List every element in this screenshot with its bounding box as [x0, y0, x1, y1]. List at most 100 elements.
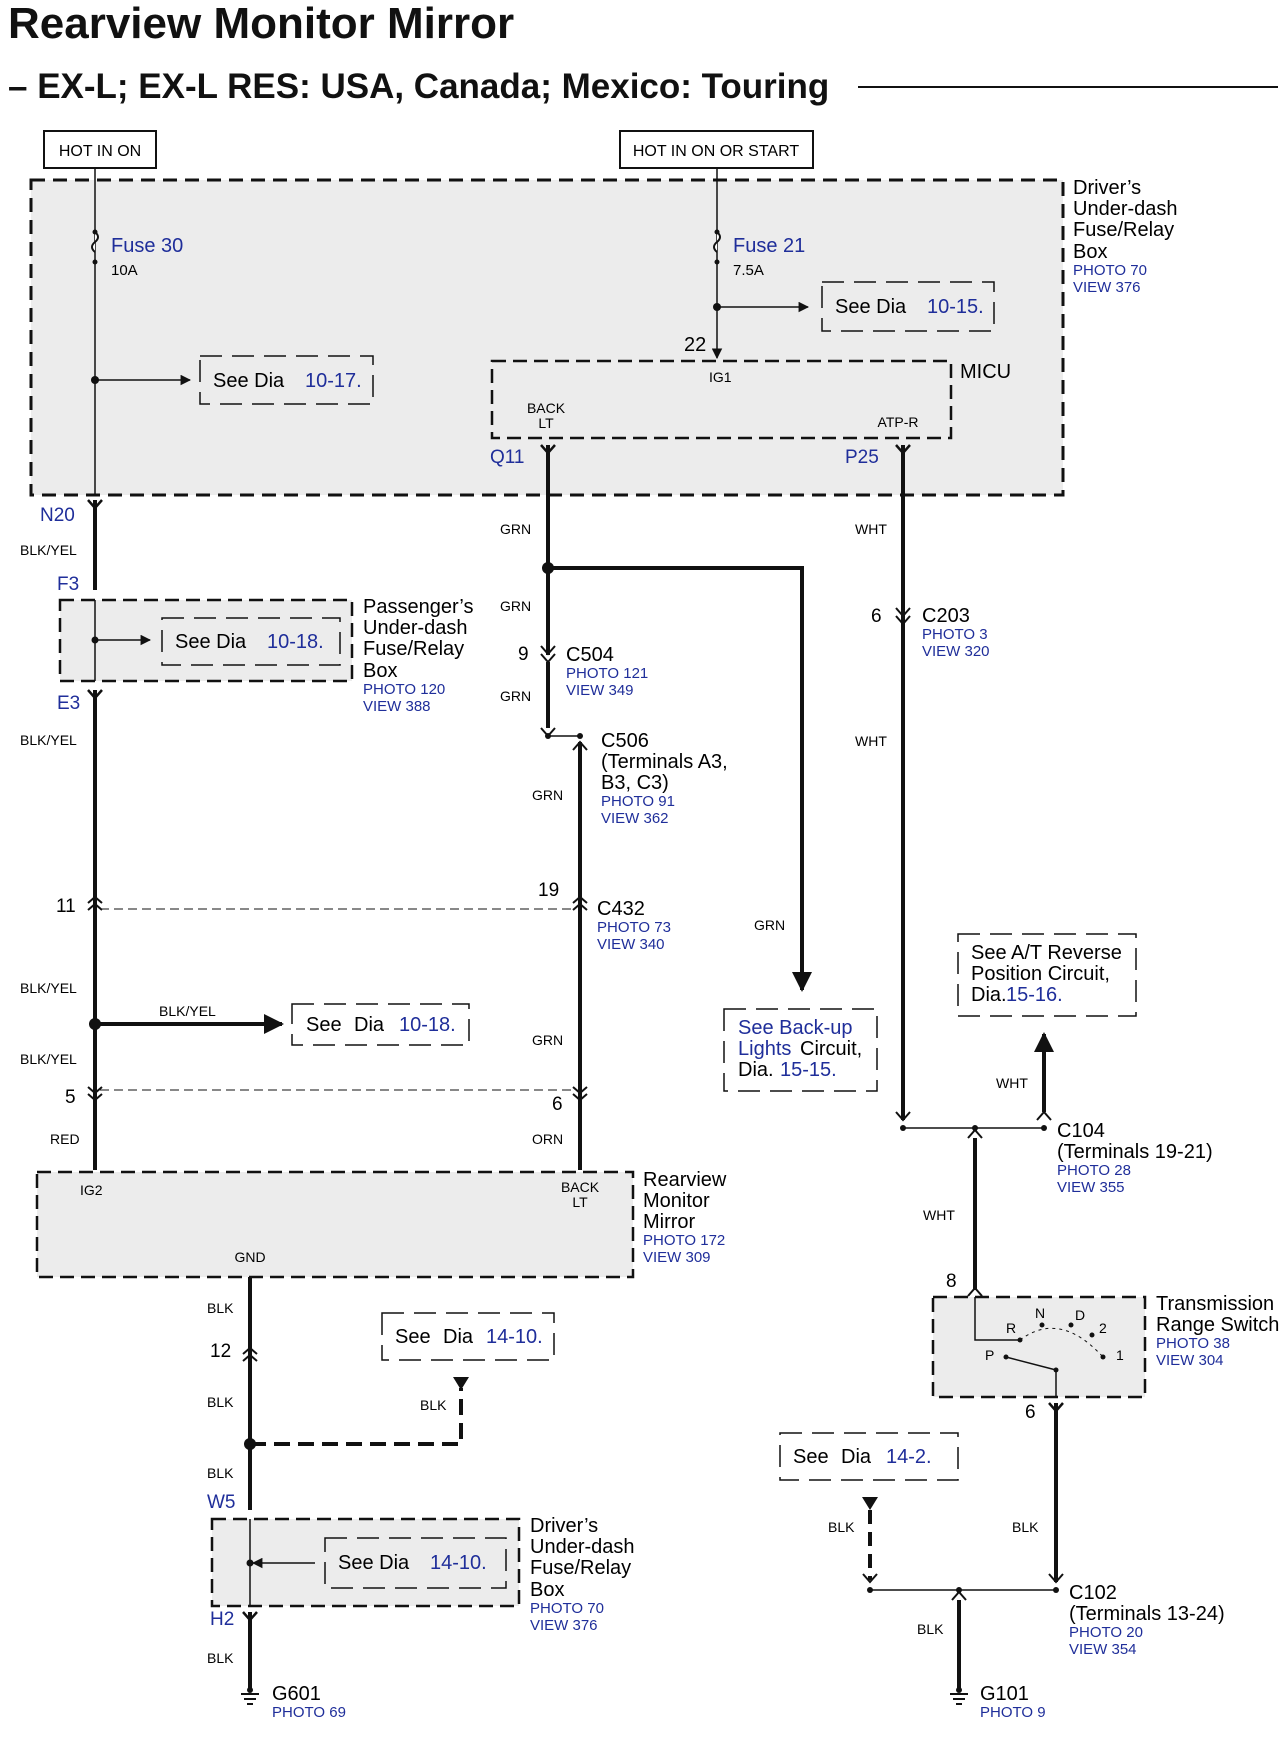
wire-label-grn-1: GRN — [500, 521, 531, 537]
see-dia-1017-box[interactable] — [199, 355, 374, 405]
see-dia-1410b-box[interactable] — [324, 1537, 507, 1589]
backup-line1[interactable]: See Back-up — [738, 1017, 853, 1039]
micu-back-lt-1: BACK — [527, 400, 566, 416]
see-dia-142-box[interactable] — [779, 1432, 959, 1481]
micu-box — [490, 359, 953, 440]
svg-text:Box: Box — [1073, 241, 1107, 263]
fuse30-symbol — [91, 231, 99, 253]
wire-label-wht-2: WHT — [855, 733, 887, 749]
c506-label: C506 (Terminals A3, B3, C3) PHOTO 91 VIE… — [601, 730, 728, 827]
svg-text:(Terminals A3,: (Terminals A3, — [601, 751, 728, 773]
svg-text:PHOTO 70: PHOTO 70 — [1073, 262, 1147, 279]
svg-text:VIEW 362: VIEW 362 — [601, 810, 669, 827]
svg-text:C102: C102 — [1069, 1582, 1117, 1604]
see-dia-1017-text: See Dia — [213, 370, 285, 392]
wire-label-grn-4: GRN — [532, 787, 563, 803]
c102-label: C102 (Terminals 13-24) PHOTO 20 VIEW 354 — [1069, 1582, 1225, 1658]
svg-text:R: R — [1006, 1320, 1016, 1336]
svg-text:Passenger’s: Passenger’s — [363, 596, 473, 618]
see-dia-1410a-text: See — [395, 1326, 431, 1348]
svg-text:N: N — [1035, 1305, 1045, 1321]
transmission-range-switch-label: Transmission Range Switch PHOTO 38 VIEW … — [1156, 1293, 1279, 1369]
fuse30-name: Fuse 30 — [111, 235, 183, 257]
c432-pin-11: 11 — [56, 896, 76, 917]
see-dia-1018a-box[interactable] — [161, 617, 341, 666]
see-dia-1018b-text2: Dia — [354, 1014, 385, 1036]
svg-text:Transmission: Transmission — [1156, 1293, 1274, 1315]
see-dia-1017-ref[interactable]: 10-17. — [305, 370, 362, 392]
backup-line3-a: Dia. — [738, 1059, 774, 1081]
wire-label-blk-3: BLK — [207, 1465, 234, 1481]
trs-positions: R N D 2 1 P — [985, 1305, 1124, 1397]
see-dia-1018a-ref[interactable]: 10-18. — [267, 631, 324, 653]
svg-text:(Terminals 13-24): (Terminals 13-24) — [1069, 1603, 1225, 1625]
wire-label-blk-yel-2: BLK/YEL — [20, 732, 77, 748]
wire-label-blk-2: BLK — [207, 1394, 234, 1410]
svg-text:PHOTO 28: PHOTO 28 — [1057, 1162, 1131, 1179]
c203-name: C203 — [922, 605, 970, 627]
svg-text:1: 1 — [1116, 1347, 1124, 1363]
wire-label-wht-4: WHT — [923, 1207, 955, 1223]
svg-text:VIEW 388: VIEW 388 — [363, 698, 431, 715]
wire-label-orn: ORN — [532, 1131, 563, 1147]
svg-text:PHOTO 70: PHOTO 70 — [530, 1600, 604, 1617]
see-dia-1018b-text: See — [306, 1014, 342, 1036]
backup-line3-b[interactable]: 15-15. — [780, 1059, 837, 1081]
see-dia-142-ref[interactable]: 14-2. — [886, 1446, 932, 1468]
see-dia-1018b-box[interactable] — [291, 1003, 470, 1046]
svg-text:Rearview: Rearview — [643, 1169, 727, 1191]
c432-mark — [572, 895, 588, 911]
wire-label-wht-1: WHT — [855, 521, 887, 537]
conn-f3: F3 — [57, 574, 79, 595]
g601-photo: PHOTO 69 — [272, 1704, 346, 1721]
c203-view: VIEW 320 — [922, 643, 990, 660]
trs-pin-6: 6 — [1025, 1402, 1036, 1423]
svg-text:Fuse/Relay: Fuse/Relay — [363, 638, 464, 660]
svg-text:PHOTO 20: PHOTO 20 — [1069, 1624, 1143, 1641]
driver-fuse-box-bottom-label: Driver’s Under-dash Fuse/Relay Box PHOTO… — [530, 1515, 635, 1634]
mirror-ig2: IG2 — [80, 1182, 103, 1198]
svg-text:Mirror: Mirror — [643, 1211, 696, 1233]
svg-text:Fuse/Relay: Fuse/Relay — [1073, 219, 1174, 241]
svg-text:Driver’s: Driver’s — [530, 1515, 598, 1537]
see-backup-lights-box[interactable] — [723, 1008, 878, 1092]
wire-label-blk-yel-1: BLK/YEL — [20, 542, 77, 558]
fuse21-symbol — [713, 231, 721, 253]
wire-label-blk-yel-branch: BLK/YEL — [159, 1003, 216, 1019]
svg-text:Under-dash: Under-dash — [363, 617, 468, 639]
see-dia-1410a-text2: Dia — [443, 1326, 474, 1348]
at-line1: See A/T Reverse — [971, 942, 1122, 964]
conn-h2: H2 — [210, 1609, 234, 1630]
micu-ig1: IG1 — [709, 369, 732, 385]
c504-view: VIEW 349 — [566, 682, 634, 699]
see-dia-1410a-box[interactable] — [381, 1312, 555, 1361]
mirror-gnd: GND — [234, 1249, 265, 1265]
at-line3-a: Dia. — [971, 984, 1007, 1006]
transmission-range-switch-box — [931, 1295, 1147, 1399]
fuse30-rating: 10A — [111, 262, 138, 279]
c504-name: C504 — [566, 644, 614, 666]
see-dia-1015-box[interactable] — [821, 281, 995, 332]
see-dia-1410a-ref[interactable]: 14-10. — [486, 1326, 543, 1348]
fuse21-rating: 7.5A — [733, 262, 764, 279]
hot-in-on-label: HOT IN ON — [59, 143, 141, 160]
micu-name: MICU — [960, 361, 1011, 383]
g101-name: G101 — [980, 1683, 1029, 1705]
svg-text:VIEW 309: VIEW 309 — [643, 1249, 711, 1266]
see-dia-1018b-ref[interactable]: 10-18. — [399, 1014, 456, 1036]
g101-photo: PHOTO 9 — [980, 1704, 1046, 1721]
at-line3-b[interactable]: 15-16. — [1006, 984, 1063, 1006]
backup-line2-a[interactable]: Lights — [738, 1038, 791, 1060]
at-line2: Position Circuit, — [971, 963, 1110, 985]
hot-in-on-or-start-label: HOT IN ON OR START — [633, 143, 799, 160]
rearview-mirror-box — [35, 1170, 635, 1279]
conn-e3: E3 — [57, 693, 80, 714]
wire-label-grn-backup: GRN — [754, 917, 785, 933]
joint-pin-6: 6 — [552, 1094, 563, 1115]
wire-blk-dashed-branch — [250, 1388, 463, 1446]
see-dia-1410b-text: See Dia — [338, 1552, 410, 1574]
see-dia-1410b-ref[interactable]: 14-10. — [430, 1552, 487, 1574]
see-dia-1015-ref[interactable]: 10-15. — [927, 296, 984, 318]
